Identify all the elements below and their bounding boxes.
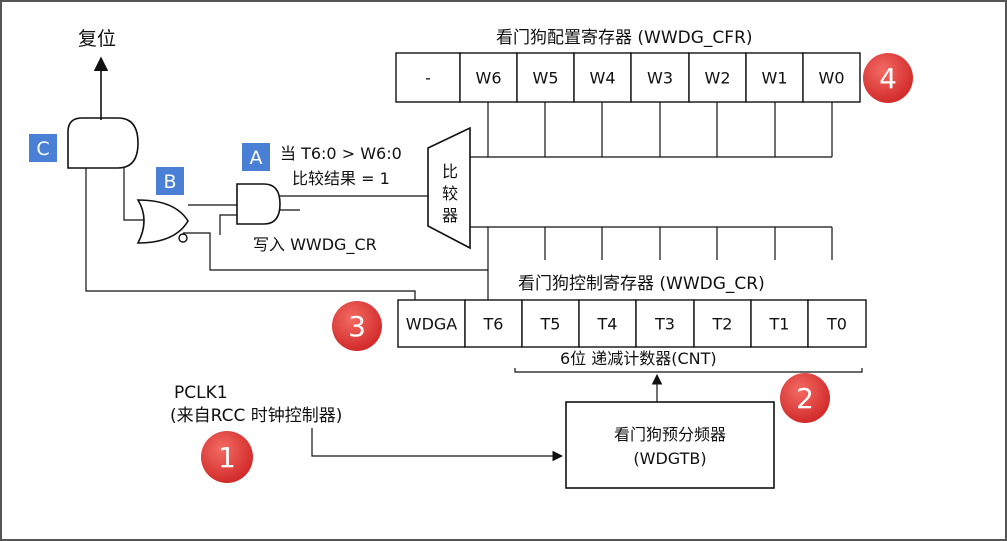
condition-line-1: 当 T6:0 > W6:0 bbox=[280, 144, 402, 163]
cfr-cell-0 bbox=[395, 52, 461, 103]
cfr-cell-label-0: - bbox=[425, 69, 431, 88]
cr-cell-7 bbox=[807, 299, 867, 348]
cfr-cell-2 bbox=[516, 52, 575, 103]
cr-cell-label-0: WDGA bbox=[406, 315, 458, 334]
or-gate-inversion-bubble bbox=[178, 233, 188, 243]
cr-cell-3 bbox=[578, 299, 637, 348]
cfr-cell-label-3: W4 bbox=[590, 69, 616, 88]
cfr-cell-6 bbox=[745, 52, 804, 103]
cr-cell-label-1: T6 bbox=[483, 315, 504, 334]
comparator-char-1: 比 bbox=[442, 162, 458, 181]
badge-c: C bbox=[29, 134, 57, 162]
badge-3: 3 bbox=[332, 301, 382, 351]
cfr-cell-label-5: W2 bbox=[705, 69, 731, 88]
cr-cell-6 bbox=[750, 299, 809, 348]
prescaler-label: 看门狗预分频器 bbox=[614, 425, 726, 444]
pclk-source-label: (来自RCC 时钟控制器) bbox=[170, 406, 342, 426]
cfr-cell-5 bbox=[688, 52, 747, 103]
condition-line-2: 比较结果 = 1 bbox=[292, 169, 390, 188]
wiring bbox=[85, 102, 863, 462]
cr-cell-label-2: T5 bbox=[540, 315, 561, 334]
cr-register: WDGA T6 T5 T4 T3 T2 T1 T0 bbox=[397, 299, 867, 348]
svg-text:2: 2 bbox=[796, 382, 814, 415]
cfr-cell-label-2: W5 bbox=[533, 69, 559, 88]
cr-cell-0 bbox=[397, 299, 466, 348]
badge-b: B bbox=[156, 167, 184, 195]
cr-cell-2 bbox=[521, 299, 580, 348]
comparator-block bbox=[427, 126, 471, 250]
or-gate-b bbox=[136, 199, 189, 244]
svg-text:4: 4 bbox=[879, 62, 897, 95]
cfr-cell-7 bbox=[802, 52, 861, 103]
reset-label: 复位 bbox=[78, 28, 116, 50]
cfr-cell-1 bbox=[459, 52, 518, 103]
cfr-cell-4 bbox=[630, 52, 690, 103]
comparator-char-2: 较 bbox=[442, 184, 458, 203]
svg-text:C: C bbox=[36, 138, 49, 160]
cr-cell-4 bbox=[635, 299, 695, 348]
svg-text:3: 3 bbox=[348, 310, 366, 343]
cr-cell-1 bbox=[464, 299, 523, 348]
cr-cell-label-5: T2 bbox=[712, 315, 733, 334]
cr-title: 看门狗控制寄存器 (WWDG_CR) bbox=[518, 274, 765, 294]
counter-label: 6位 递减计数器(CNT) bbox=[560, 349, 717, 368]
cfr-register: - W6 W5 W4 W3 W2 W1 W0 bbox=[395, 52, 861, 103]
and-gate-c bbox=[67, 117, 139, 169]
prescaler-sub-label: (WDGTB) bbox=[633, 449, 706, 468]
cr-cell-label-4: T3 bbox=[654, 315, 675, 334]
comparator-char-3: 器 bbox=[442, 206, 458, 225]
write-label: 写入 WWDG_CR bbox=[253, 235, 377, 255]
prescaler-block bbox=[565, 401, 775, 489]
and-gate-a bbox=[236, 183, 281, 225]
cfr-cell-label-1: W6 bbox=[476, 69, 502, 88]
cfr-cell-label-4: W3 bbox=[647, 69, 673, 88]
pclk-label: PCLK1 bbox=[174, 383, 228, 403]
cr-cell-label-7: T0 bbox=[826, 315, 847, 334]
svg-text:B: B bbox=[163, 171, 176, 193]
cfr-cell-label-7: W0 bbox=[819, 69, 845, 88]
cr-cell-label-3: T4 bbox=[597, 315, 618, 334]
cfr-cell-label-6: W1 bbox=[762, 69, 788, 88]
badge-a: A bbox=[242, 143, 270, 171]
cfr-title: 看门狗配置寄存器 (WWDG_CFR) bbox=[496, 28, 753, 48]
cr-cell-5 bbox=[693, 299, 752, 348]
badge-2: 2 bbox=[780, 373, 830, 423]
svg-text:A: A bbox=[250, 147, 263, 169]
badge-4: 4 bbox=[863, 53, 913, 103]
badge-1: 1 bbox=[201, 431, 253, 483]
cr-cell-label-6: T1 bbox=[769, 315, 790, 334]
svg-text:1: 1 bbox=[218, 441, 236, 474]
